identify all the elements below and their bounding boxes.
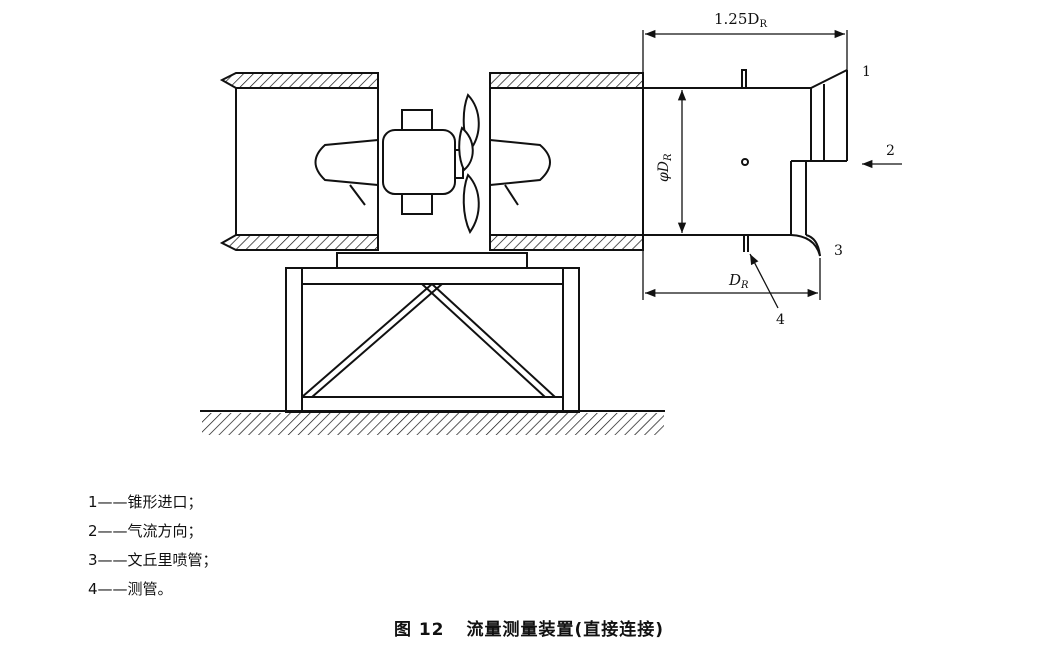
callout-4: 4	[749, 253, 785, 328]
legend-item-cone-inlet: 1——锥形进口；	[88, 493, 203, 511]
figure-title: 流量测量装置(直接连接)	[466, 620, 665, 640]
svg-text:3: 3	[834, 243, 843, 259]
ground	[200, 410, 665, 435]
legend-item-venturi-nozzle: 3——文丘里喷管；	[88, 551, 218, 569]
flow-measurement-diagram: 1.25DR φDR DR 1 2 3 4	[200, 10, 902, 435]
dim-diameter-label: φDR	[656, 153, 674, 182]
dim-bottom-label: DR	[728, 271, 749, 291]
impeller-blades	[458, 93, 480, 234]
dimension-lines	[642, 29, 848, 300]
svg-text:4: 4	[776, 312, 785, 328]
svg-text:1: 1	[862, 64, 871, 80]
measurement-duct	[643, 69, 847, 236]
cone-inlet	[810, 69, 848, 161]
callout-1: 1	[862, 64, 871, 80]
measuring-tube	[743, 235, 749, 252]
figure-number: 图 12	[393, 620, 445, 640]
svg-text:2: 2	[886, 143, 895, 159]
legend-item-airflow-direction: 2——气流方向；	[88, 522, 203, 540]
legend: 1——锥形进口； 2——气流方向； 3——文丘里喷管； 4——测管。	[88, 488, 218, 604]
callout-2-airflow: 2	[862, 143, 902, 169]
support-frame	[285, 252, 580, 413]
fan-motor	[314, 109, 551, 215]
callout-3: 3	[834, 243, 843, 259]
dim-top-label: 1.25DR	[714, 10, 767, 30]
figure-caption: 图 12 流量测量装置(直接连接)	[0, 615, 1058, 640]
legend-item-measuring-tube: 4——测管。	[88, 580, 173, 598]
venturi-nozzle	[790, 161, 821, 257]
